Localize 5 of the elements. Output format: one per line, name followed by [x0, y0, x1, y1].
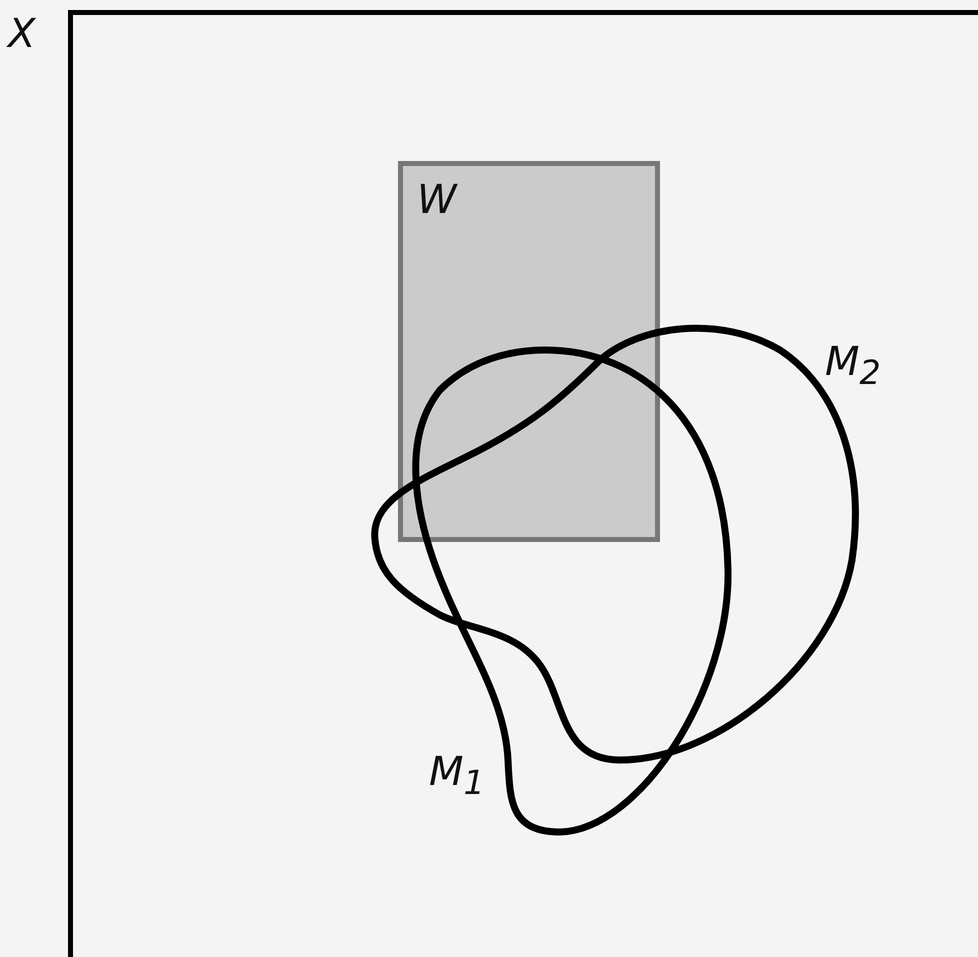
shaded-region-box [398, 161, 660, 542]
set-label: M$_{1}$ [429, 752, 485, 800]
set-label: M$_{2}$ [825, 342, 881, 390]
set-label: X [8, 14, 36, 54]
set-label: W [417, 180, 457, 220]
